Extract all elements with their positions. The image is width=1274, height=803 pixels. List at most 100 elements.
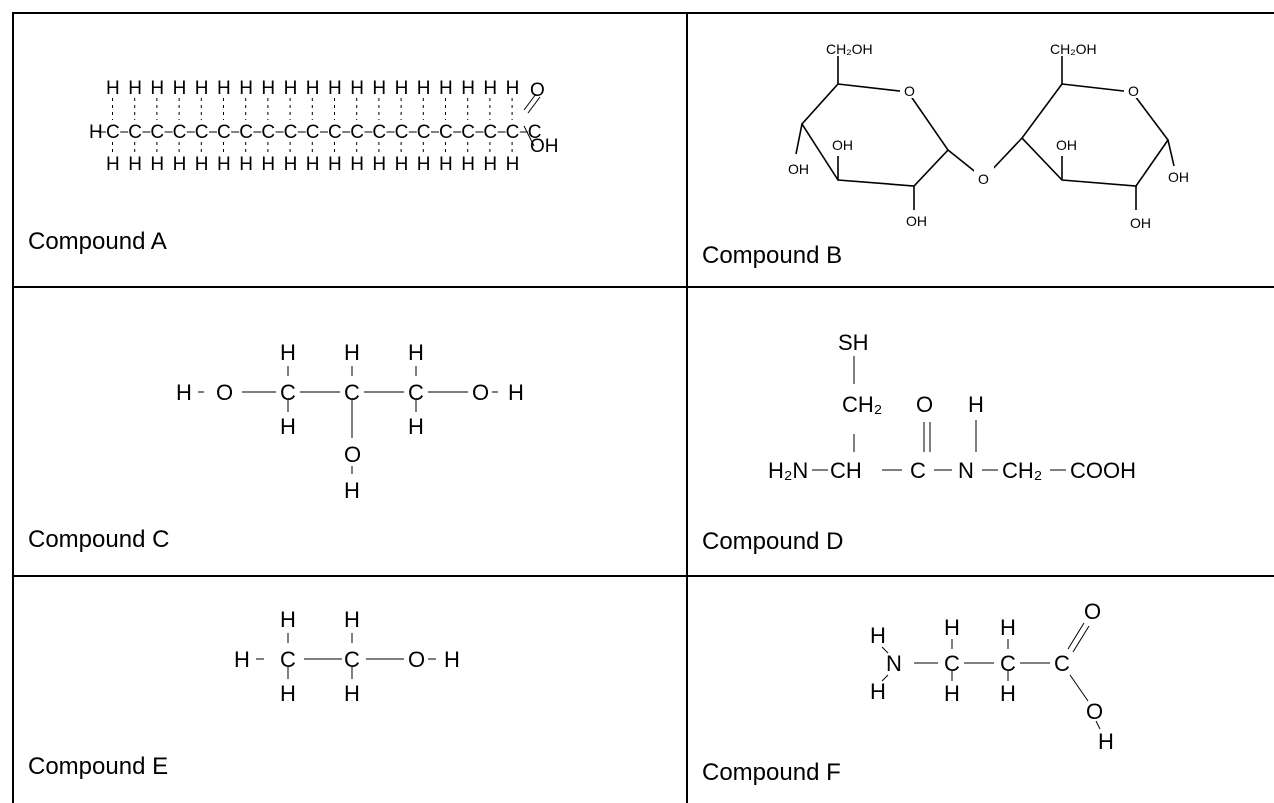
atom-c: C xyxy=(910,458,926,483)
atom-h-bottom: H xyxy=(417,154,431,175)
atom-c-carboxyl: C xyxy=(528,122,542,143)
atom-h-top: H xyxy=(306,78,320,99)
atom-h-top: H xyxy=(483,78,497,99)
atom-h-bottom: H xyxy=(284,154,298,175)
bond xyxy=(523,125,535,147)
atom-h-bottom: H xyxy=(395,154,409,175)
table-border-top xyxy=(12,12,1274,14)
atom-o: O xyxy=(216,380,233,405)
atom-h-top: H xyxy=(350,78,364,99)
atom-o: O xyxy=(408,647,425,672)
structure-compound-c: H O C C C O H H H H H H O H xyxy=(176,340,524,503)
caption-compound-f: Compound F xyxy=(702,759,841,786)
atom-h-top: H xyxy=(217,78,231,99)
atom-c: C xyxy=(395,122,409,143)
atom-c: C xyxy=(483,122,497,143)
structure-compound-b: CH₂OH CH₂OH O O O OH OH OH OH OH OH xyxy=(788,41,1189,231)
group-ch2: CH₂ xyxy=(842,392,882,417)
atom-c: C xyxy=(1000,651,1016,676)
bond xyxy=(947,149,979,175)
atom-h: H xyxy=(444,647,460,672)
group-h2n: H₂N xyxy=(768,458,808,483)
atom-h: H xyxy=(1098,729,1114,754)
atom-h: H xyxy=(870,623,886,648)
atom-h-top: H xyxy=(106,78,120,99)
atom-h: H xyxy=(408,414,424,439)
atom-h: H xyxy=(508,380,524,405)
cell-compound-e: H C C O H H H H H Compound E xyxy=(14,577,686,803)
bond xyxy=(1095,720,1101,730)
group-sh: SH xyxy=(838,330,869,355)
atom-h: H xyxy=(280,681,296,706)
atom-c: C xyxy=(280,647,296,672)
atom-h: H xyxy=(234,647,250,672)
atom-c: C xyxy=(1054,651,1070,676)
atom-h-bottom: H xyxy=(173,154,187,175)
atom-c: C xyxy=(261,122,275,143)
atom-c: C xyxy=(217,122,231,143)
bond xyxy=(881,674,889,682)
group-ch2: CH₂ xyxy=(1002,458,1042,483)
atom-c: C xyxy=(344,380,360,405)
atom-h-bottom: H xyxy=(328,154,342,175)
atom-h-top: H xyxy=(150,78,164,99)
atom-h-top: H xyxy=(239,78,253,99)
atom-h-bottom: H xyxy=(483,154,497,175)
atom-h-bottom: H xyxy=(306,154,320,175)
cell-compound-c: H O C C C O H H H H H H O H Compound C xyxy=(14,288,686,575)
cell-compound-b: CH₂OH CH₂OH O O O OH OH OH OH OH OH Comp… xyxy=(688,14,1274,286)
group-oh: OH xyxy=(906,213,927,229)
atom-h: H xyxy=(280,607,296,632)
atom-h-bottom: H xyxy=(195,154,209,175)
structure-compound-e: H C C O H H H H H xyxy=(234,607,460,706)
atom-h-bottom: H xyxy=(439,154,453,175)
atom-c: C xyxy=(195,122,209,143)
atom-h: H xyxy=(280,340,296,365)
cell-compound-d: SH CH₂ O H H₂N CH C N CH₂ COOH Compound … xyxy=(688,288,1274,575)
group-oh: OH xyxy=(1168,169,1189,185)
atom-h: H xyxy=(344,681,360,706)
bond xyxy=(881,646,889,654)
table-border-left xyxy=(12,12,14,803)
atom-o-glycosidic: O xyxy=(978,171,989,187)
atom-c: C xyxy=(150,122,164,143)
atom-o: O xyxy=(530,80,545,101)
atom-h-top: H xyxy=(506,78,520,99)
atom-o: O xyxy=(344,442,361,467)
atom-c: C xyxy=(350,122,364,143)
atom-h: H xyxy=(280,414,296,439)
atom-h: H xyxy=(1000,615,1016,640)
atom-h: H xyxy=(344,607,360,632)
structure-compound-a: H O OH HCHHCHHCHHCHHCHHCHHCHHCHHCHHCHHCH… xyxy=(89,78,559,175)
bond xyxy=(1167,139,1175,167)
atom-h-bottom: H xyxy=(461,154,475,175)
atom-o: O xyxy=(916,392,933,417)
atom-h-top: H xyxy=(173,78,187,99)
atom-h-bottom: H xyxy=(372,154,386,175)
atom-c: C xyxy=(284,122,298,143)
atom-h: H xyxy=(944,615,960,640)
table-row-divider-1 xyxy=(12,286,1274,288)
atom-h-top: H xyxy=(128,78,142,99)
group-ch: CH xyxy=(830,458,862,483)
atom-h-bottom: H xyxy=(106,154,120,175)
bond xyxy=(1072,625,1090,653)
group-oh: OH xyxy=(788,161,809,177)
structure-compound-f: H H N C C C H H H H O O H xyxy=(870,599,1114,754)
atom-o: O xyxy=(1086,699,1103,724)
atom-c: C xyxy=(173,122,187,143)
atom-n: N xyxy=(886,651,902,676)
group-oh: OH xyxy=(832,137,853,153)
atom-c: C xyxy=(944,651,960,676)
atom-h-top: H xyxy=(461,78,475,99)
atom-h-top: H xyxy=(284,78,298,99)
atom-h-top: H xyxy=(439,78,453,99)
bond xyxy=(527,96,541,114)
atom-h: H xyxy=(1000,681,1016,706)
atom-c: C xyxy=(461,122,475,143)
atom-c: C xyxy=(344,647,360,672)
table-column-divider xyxy=(686,12,688,803)
caption-compound-a: Compound A xyxy=(28,228,167,255)
